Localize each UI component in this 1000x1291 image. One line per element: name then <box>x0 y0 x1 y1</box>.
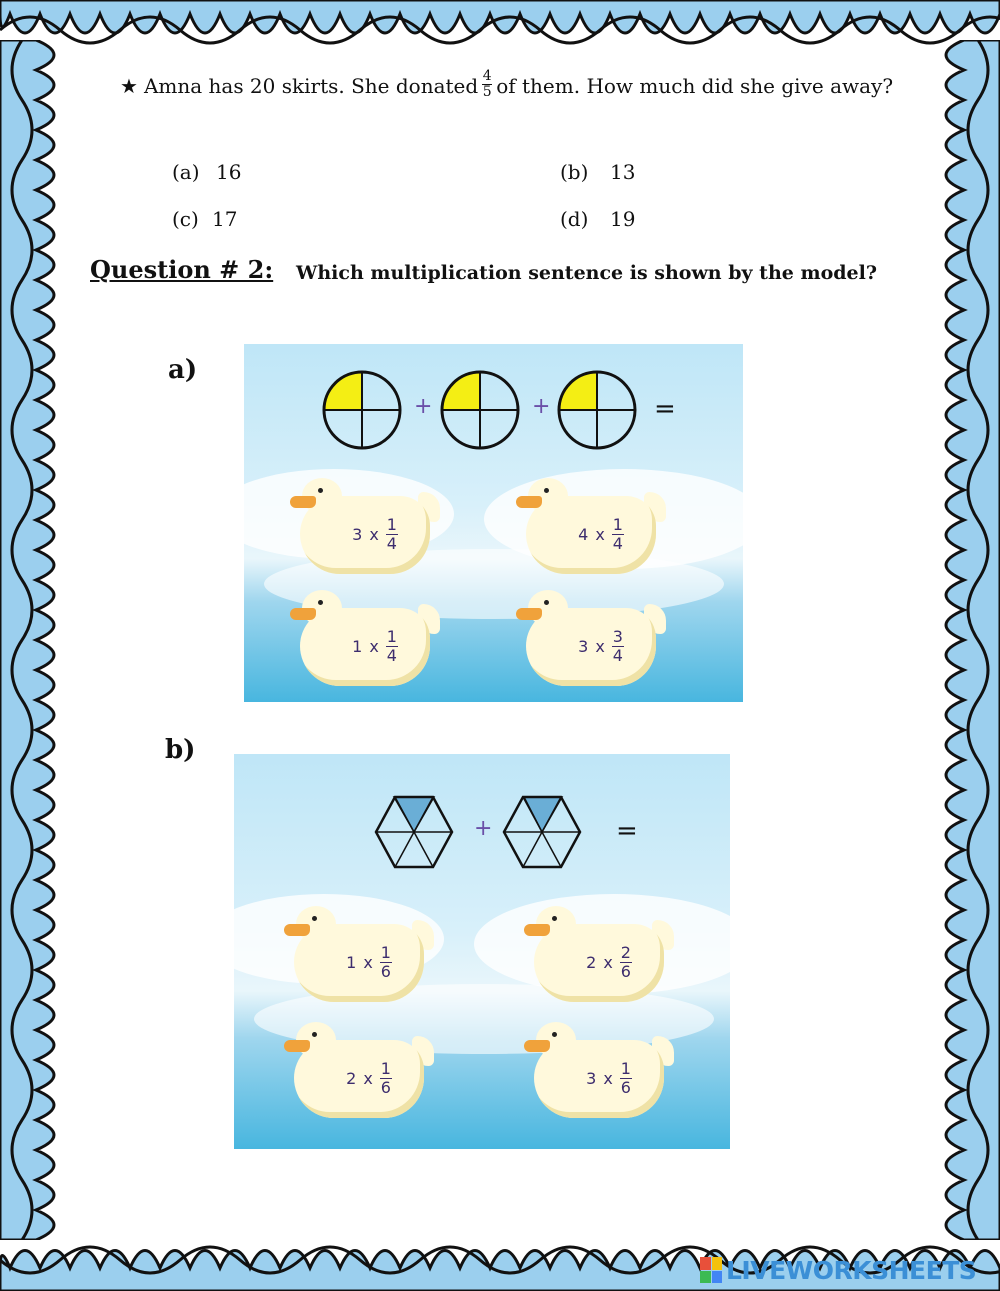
question-1-text-before: Amna has 20 skirts. She donated <box>143 74 479 98</box>
option-letter: (c) <box>172 207 199 231</box>
plus-sign: + <box>532 394 551 419</box>
option-letter: (b) <box>560 160 589 184</box>
part-b-label: b) <box>165 735 196 765</box>
option-letter: (d) <box>560 207 589 231</box>
option-letter: (a) <box>172 160 200 184</box>
quarter-circle-2 <box>440 370 520 450</box>
option-d[interactable]: (d) 19 <box>560 207 635 231</box>
decorative-border-top <box>0 0 1000 62</box>
equals-sign: = <box>654 394 676 424</box>
sixth-hexagon-1 <box>374 795 454 869</box>
plus-sign: + <box>414 394 433 419</box>
question-2-heading: Question # 2: <box>90 255 274 284</box>
decorative-border-left <box>0 40 72 1240</box>
option-value: 17 <box>212 207 238 231</box>
star-icon: ★ <box>120 74 138 98</box>
fraction-numerator: 4 <box>482 68 492 84</box>
part-a-label: a) <box>168 355 198 385</box>
decorative-border-right <box>928 40 1000 1240</box>
quarter-circle-1 <box>322 370 402 450</box>
option-c[interactable]: (c) 17 <box>172 207 237 231</box>
option-value: 16 <box>216 160 242 184</box>
plus-sign: + <box>474 816 493 841</box>
option-b[interactable]: (b) 13 <box>560 160 635 184</box>
question-1-text-after: of them. How much did she give away? <box>496 74 894 98</box>
logo-blocks-icon <box>700 1257 722 1283</box>
option-value: 13 <box>610 160 636 184</box>
option-value: 19 <box>610 207 636 231</box>
liveworksheets-logo: LIVEWORKSHEETS <box>700 1255 977 1285</box>
decorative-border-bottom <box>0 1228 1000 1291</box>
logo-text: LIVEWORKSHEETS <box>726 1255 977 1285</box>
equals-sign: = <box>616 816 638 846</box>
question-2-prompt: Which multiplication sentence is shown b… <box>296 262 877 284</box>
option-a[interactable]: (a) 16 <box>172 160 241 184</box>
quarter-circle-3 <box>557 370 637 450</box>
sixth-hexagon-2 <box>502 795 582 869</box>
fraction-denominator: 5 <box>482 84 492 100</box>
